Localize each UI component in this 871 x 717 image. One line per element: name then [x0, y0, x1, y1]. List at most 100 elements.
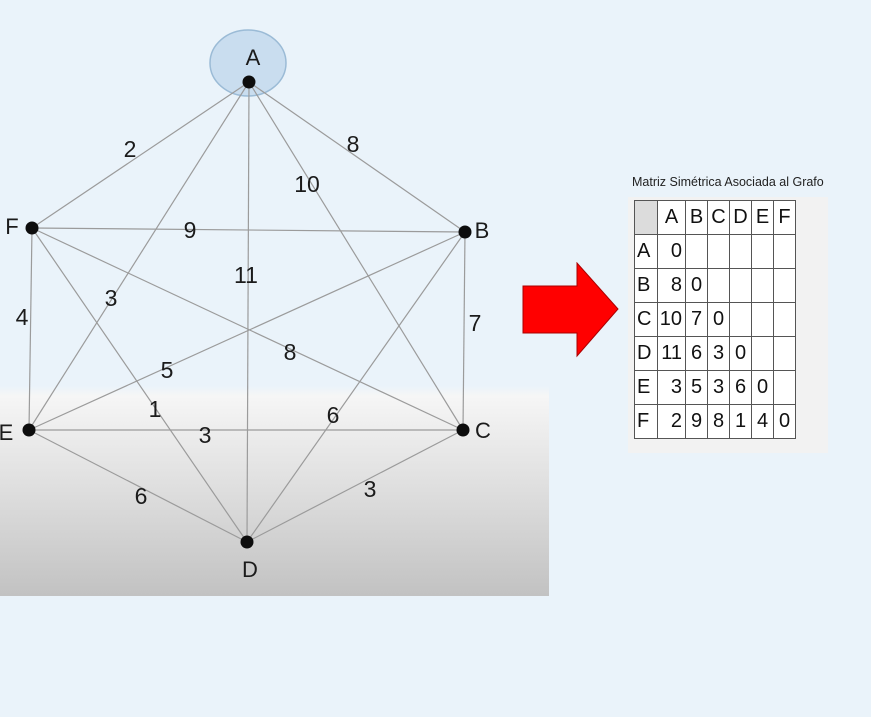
node-c	[456, 423, 470, 437]
matrix-cell	[729, 268, 752, 303]
matrix-column-header: F	[773, 200, 796, 235]
matrix-cell: 7	[685, 302, 708, 337]
node-label-b: B	[475, 218, 490, 243]
matrix-column-header: A	[657, 200, 686, 235]
matrix-cell: 4	[751, 404, 774, 439]
node-label-d: D	[242, 557, 258, 582]
matrix-row-header: C	[634, 302, 658, 337]
edge-weight-f-d: 1	[149, 396, 162, 422]
edge-weight-f-b: 9	[184, 217, 197, 243]
matrix-cell: 6	[685, 336, 708, 371]
edge-a-e	[28, 81, 250, 431]
matrix-cell	[729, 302, 752, 337]
matrix-cell	[773, 370, 796, 405]
node-d	[240, 535, 254, 549]
edge-c-d	[246, 429, 464, 543]
matrix-cell: 5	[685, 370, 708, 405]
matrix-cell: 6	[729, 370, 752, 405]
edge-weight-a-e: 3	[105, 285, 118, 311]
matrix-row-header: B	[634, 268, 658, 303]
matrix-cell	[729, 234, 752, 269]
edge-weight-b-e: 5	[161, 357, 174, 383]
matrix-cell: 3	[707, 370, 730, 405]
edge-weight-a-b: 8	[347, 131, 360, 157]
edge-weight-a-d: 11	[234, 262, 258, 288]
edge-weight-b-c: 7	[469, 310, 482, 336]
matrix-cell	[773, 268, 796, 303]
matrix-cell: 8	[707, 404, 730, 439]
matrix-cell	[773, 234, 796, 269]
node-label-c: C	[475, 418, 491, 443]
matrix-cell: 0	[729, 336, 752, 371]
nodes-layer: A B C D E F	[0, 45, 491, 582]
matrix-cell	[751, 234, 774, 269]
matrix-cell: 0	[685, 268, 708, 303]
matrix-row-header: A	[634, 234, 658, 269]
edge-weight-b-d: 6	[327, 402, 340, 428]
matrix-column-header: C	[707, 200, 730, 235]
edge-a-b	[248, 81, 466, 233]
edge-f-b	[31, 227, 466, 233]
matrix-title: Matriz Simétrica Asociada al Grafo	[632, 175, 824, 189]
matrix-cell: 0	[707, 302, 730, 337]
matrix-cell: 3	[657, 370, 686, 405]
matrix-column-header: D	[729, 200, 752, 235]
edge-weight-c-d: 3	[364, 476, 377, 502]
matrix-cell	[751, 302, 774, 337]
matrix-column-header: B	[685, 200, 708, 235]
matrix-cell: 2	[657, 404, 686, 439]
edge-weight-a-c: 10	[294, 171, 320, 197]
edge-weight-e-c: 3	[199, 422, 212, 448]
edge-weight-f-c: 8	[284, 339, 297, 365]
edge-f-d	[31, 227, 248, 543]
node-label-e: E	[0, 420, 13, 445]
edge-e-d	[28, 429, 248, 543]
edge-a-c	[248, 81, 464, 431]
matrix-row-header: D	[634, 336, 658, 371]
edge-weight-f-e: 4	[16, 304, 29, 330]
matrix-row-header: E	[634, 370, 658, 405]
matrix-cell	[773, 336, 796, 371]
node-label-f: F	[5, 214, 18, 239]
edge-f-c	[31, 227, 464, 431]
edge-weight-a-f: 2	[124, 136, 137, 162]
highlight-node-a	[209, 29, 287, 97]
red-arrow-icon	[522, 262, 619, 358]
edge-b-c	[462, 231, 466, 431]
matrix-row-header: F	[634, 404, 658, 439]
node-b	[458, 225, 472, 239]
matrix-cell: 8	[657, 268, 686, 303]
matrix-cell	[707, 268, 730, 303]
edge-f-e	[28, 227, 33, 431]
matrix-column-header: E	[751, 200, 774, 235]
node-e	[22, 423, 36, 437]
edge-a-f	[31, 81, 250, 229]
matrix-cell: 0	[657, 234, 686, 269]
matrix-cell	[751, 336, 774, 371]
edge-b-e	[28, 231, 466, 431]
matrix-cell: 9	[685, 404, 708, 439]
matrix-cell	[751, 268, 774, 303]
matrix-cell: 10	[657, 302, 686, 337]
node-f	[25, 221, 39, 235]
node-label-a: A	[246, 45, 261, 70]
matrix-cell: 1	[729, 404, 752, 439]
matrix-cell: 0	[751, 370, 774, 405]
edge-a-d	[246, 81, 250, 543]
edge-b-d	[246, 231, 466, 543]
matrix-cell: 0	[773, 404, 796, 439]
matrix-corner	[634, 200, 658, 235]
matrix-cell	[707, 234, 730, 269]
matrix-cell	[773, 302, 796, 337]
